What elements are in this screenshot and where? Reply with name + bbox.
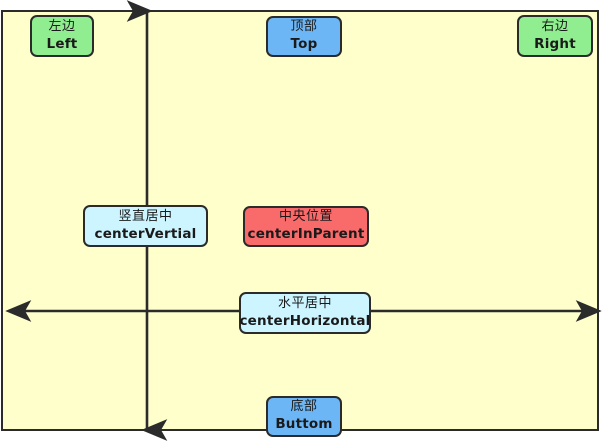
node-left-label-en: Left: [46, 35, 78, 52]
node-center-vertical-label-cn: 竖直居中: [118, 208, 173, 224]
node-center-in-parent-label-cn: 中央位置: [278, 209, 333, 225]
node-left[interactable]: 左边 Left: [30, 15, 94, 57]
node-right[interactable]: 右边 Right: [517, 15, 593, 57]
node-center-vertical-label-en: centerVertial: [94, 225, 197, 242]
node-right-label-cn: 右边: [541, 18, 569, 34]
node-bottom[interactable]: 底部 Buttom: [266, 396, 342, 437]
node-center-vertical[interactable]: 竖直居中 centerVertial: [83, 205, 208, 247]
node-center-horizontal-label-en: centerHorizontal: [239, 312, 371, 329]
node-center-horizontal[interactable]: 水平居中 centerHorizontal: [239, 292, 371, 334]
node-center-horizontal-label-cn: 水平居中: [277, 295, 332, 311]
node-top-label-en: Top: [290, 36, 318, 53]
node-center-in-parent-label-en: centerInParent: [247, 226, 365, 243]
node-left-label-cn: 左边: [48, 18, 76, 34]
node-center-in-parent[interactable]: 中央位置 centerInParent: [243, 206, 369, 247]
node-top[interactable]: 顶部 Top: [266, 16, 342, 57]
node-bottom-label-cn: 底部: [290, 399, 318, 415]
node-right-label-en: Right: [534, 35, 576, 52]
node-top-label-cn: 顶部: [290, 19, 318, 35]
node-bottom-label-en: Buttom: [275, 416, 333, 433]
